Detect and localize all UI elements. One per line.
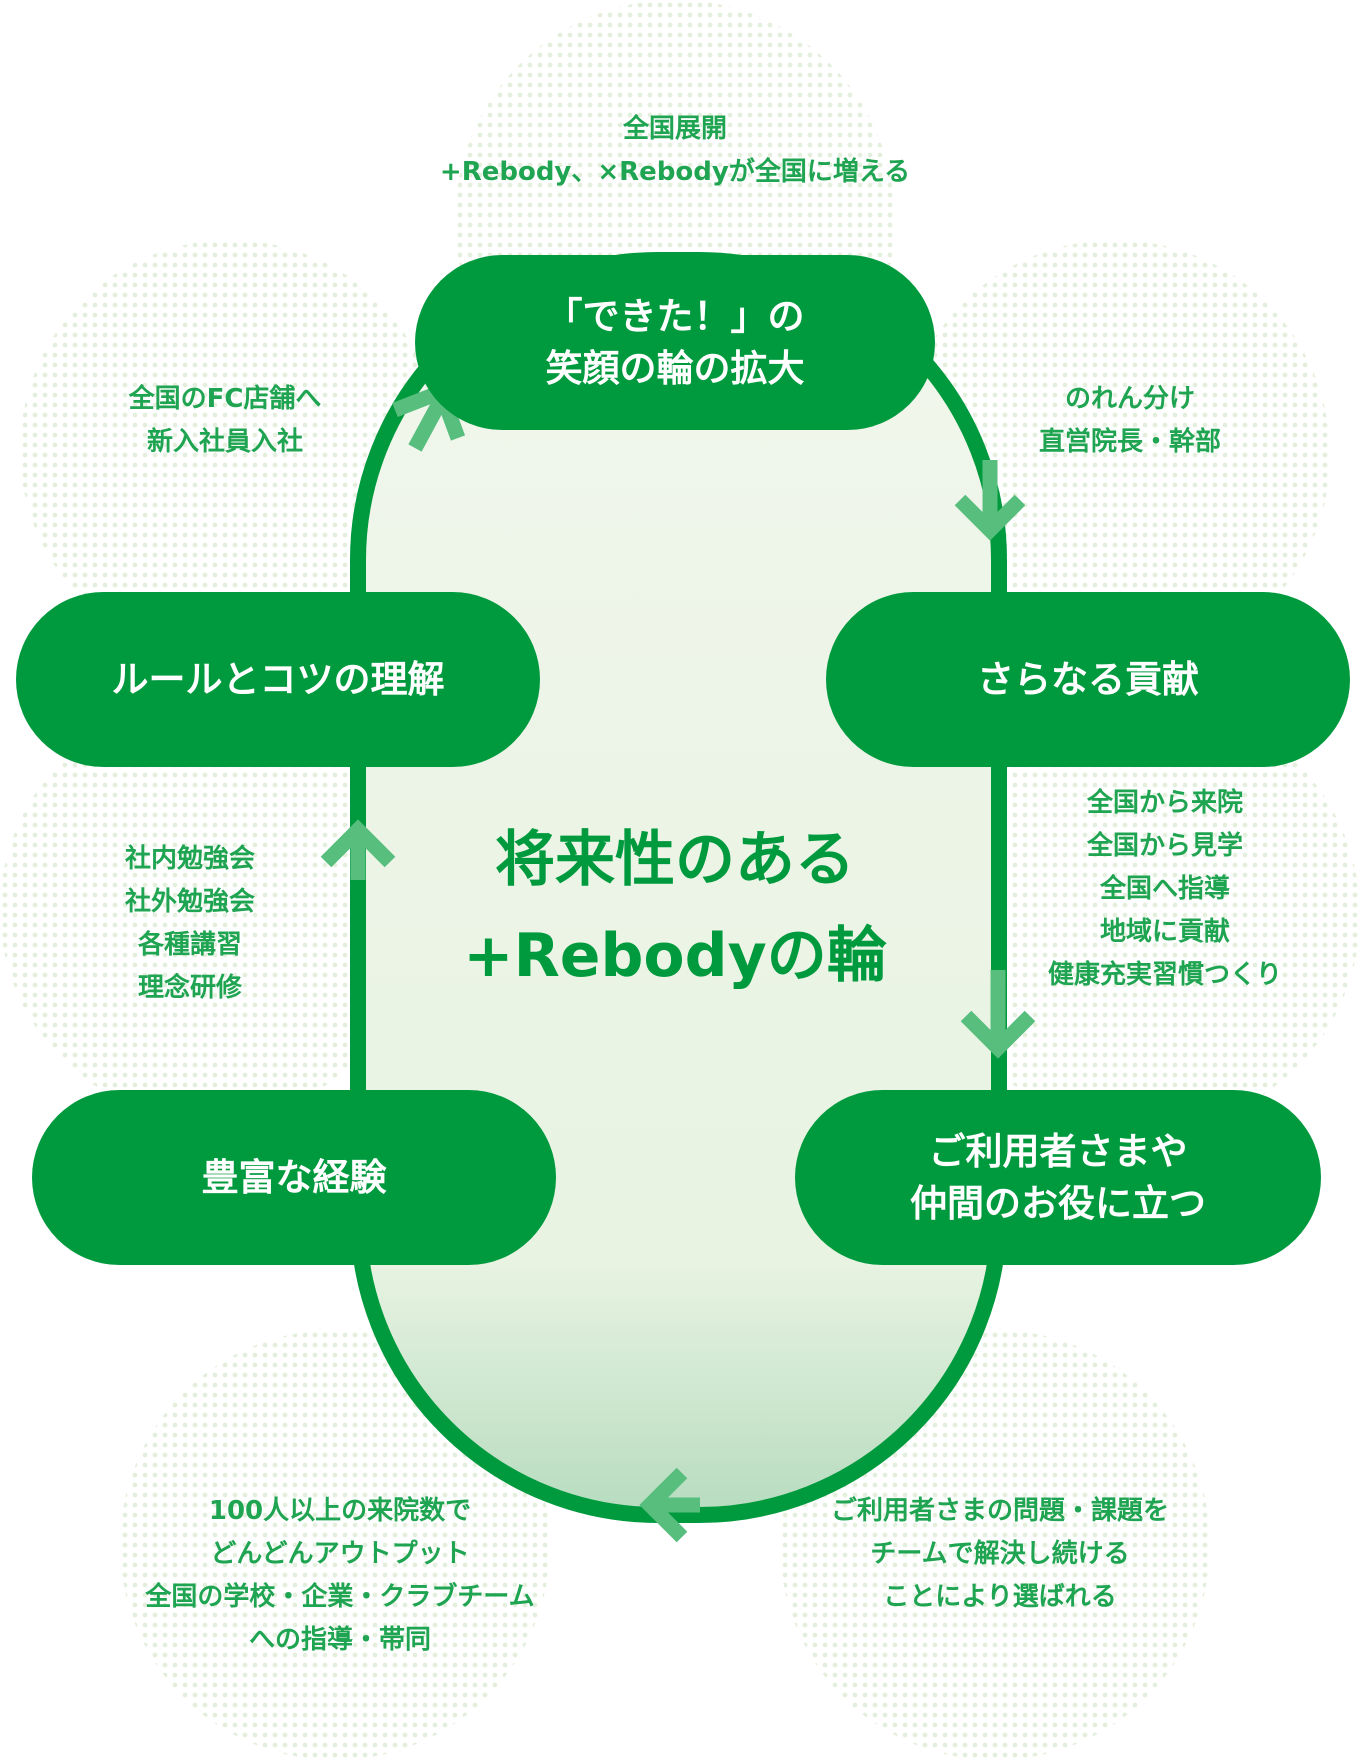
note-nationwide-visits: 全国から来院 全国から見学 全国へ指導 地域に貢献 健康充実習慣つくり (1047, 788, 1282, 990)
arrow-left (320, 819, 396, 880)
note-nationwide-expansion: 全国展開 +Rebody、×Rebodyが全国に増える (439, 114, 911, 187)
node-help-users-and-colleagues: ご利用者さまや 仲間のお役に立つ (795, 1090, 1321, 1265)
note-study-sessions: 社内勉強会 社外勉強会 各種講習 理念研修 (124, 844, 255, 1003)
node-further-contribution: さらなる貢献 (826, 592, 1350, 767)
center-title-line2: +Rebodyの輪 (463, 921, 887, 991)
arrow-top-right (954, 460, 1026, 541)
center-title-line1: 将来性のある (495, 825, 855, 895)
note-chosen-by-solving-problems: ご利用者さまの問題・課題を チームで解決し続ける ことにより選ばれる (830, 1496, 1169, 1612)
note-franchise-split: のれん分け 直営院長・幹部 (1038, 384, 1221, 457)
arrow-right (960, 970, 1036, 1059)
node-smile-circle-expansion: 「できた！」の 笑顔の輪の拡大 (415, 255, 935, 430)
arrow-bottom (639, 1467, 700, 1543)
node-rich-experience: 豊富な経験 (32, 1090, 556, 1265)
note-new-hires: 全国のFC店舗へ 新入社員入社 (128, 384, 322, 457)
center-title: 将来性のある +Rebodyの輪 (400, 812, 950, 1004)
note-output-and-coaching: 100人以上の来院数で どんどんアウトプット 全国の学校・企業・クラブチーム へ… (145, 1496, 535, 1655)
node-understanding-rules-and-tips: ルールとコツの理解 (16, 592, 540, 767)
